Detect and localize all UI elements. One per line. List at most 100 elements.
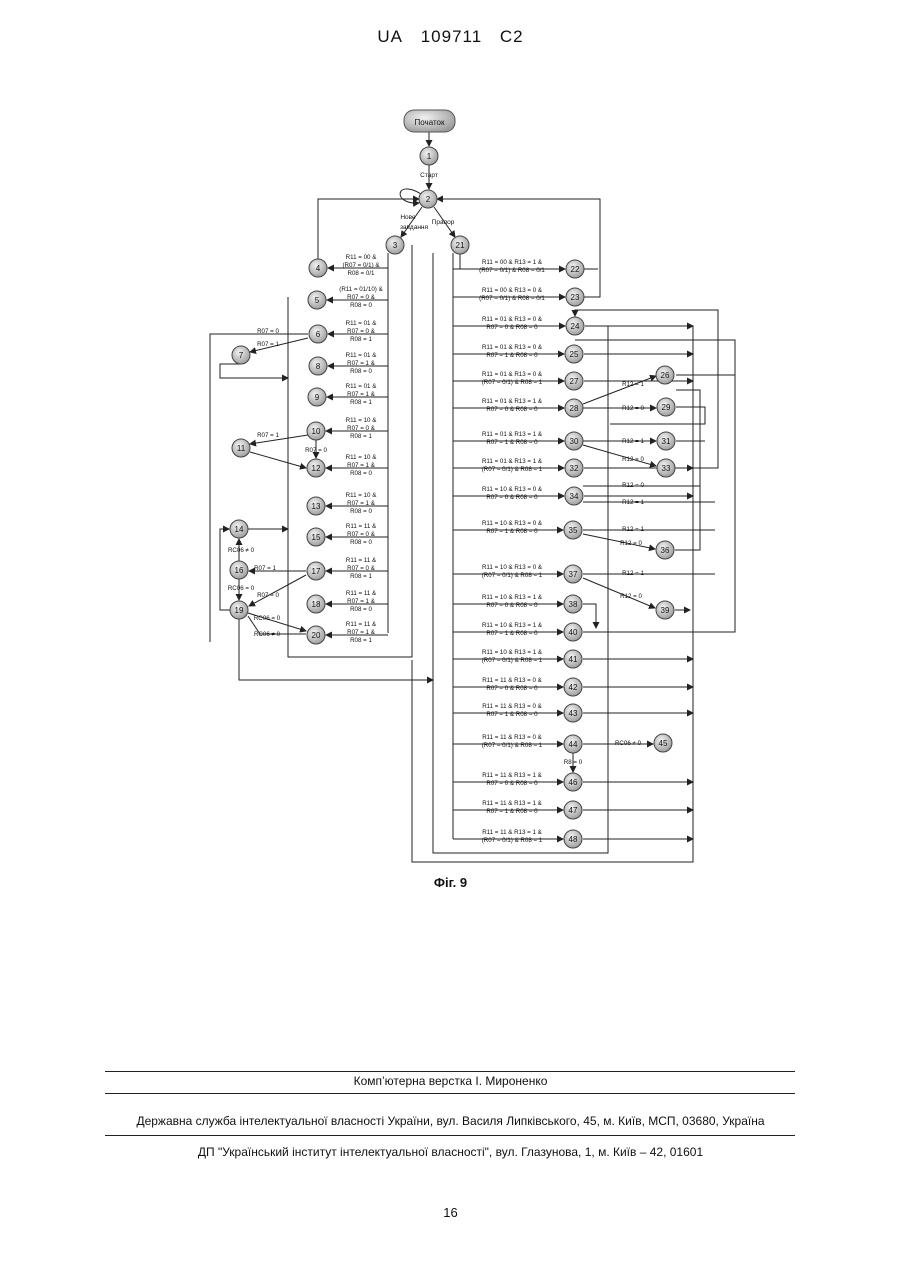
right-condition: R11 = 01 & R13 = 0 & bbox=[482, 316, 543, 323]
edge-label: R12 = 0 bbox=[622, 482, 644, 489]
flow-node-number: 39 bbox=[661, 606, 670, 615]
edge-label: R12 = 1 bbox=[622, 570, 644, 577]
edge-label: R12 = 1 bbox=[622, 438, 644, 445]
edge-label: R07 = 0 bbox=[257, 592, 279, 599]
flow-node-number: 28 bbox=[570, 404, 579, 413]
flow-node-number: 14 bbox=[235, 525, 244, 534]
edge-label-new-task: завдання bbox=[400, 224, 429, 231]
right-condition: R11 = 11 & R13 = 0 & bbox=[482, 703, 542, 710]
edge-label: R12 = 1 bbox=[622, 381, 644, 388]
flow-node-number: 5 bbox=[315, 296, 320, 305]
left-condition: R07 = 0 & bbox=[347, 425, 376, 432]
flow-node-number: 1 bbox=[427, 152, 432, 161]
left-condition: R08 = 1 bbox=[350, 573, 372, 580]
right-condition: (R07 = 0/1) & R08 = 1 bbox=[482, 379, 543, 386]
flow-node-number: 27 bbox=[570, 377, 579, 386]
flow-node-number: 41 bbox=[569, 655, 578, 664]
left-condition: R11 = 10 & bbox=[346, 417, 378, 424]
left-condition: R11 = 10 & bbox=[346, 454, 378, 461]
flow-node-number: 48 bbox=[569, 835, 578, 844]
page-number: 16 bbox=[0, 1205, 901, 1220]
left-condition: R08 = 0 bbox=[350, 508, 372, 515]
footer-rule bbox=[105, 1093, 795, 1094]
right-condition: (R07 = 0/1) & R08 = 1 bbox=[482, 742, 543, 749]
right-condition: R07 = 1 & R08 = 0 bbox=[486, 352, 538, 359]
self-loop bbox=[400, 189, 421, 203]
edge-label: R12 = 0 bbox=[620, 540, 642, 547]
right-condition: R11 = 10 & R13 = 0 & bbox=[482, 520, 543, 527]
connector-line bbox=[220, 364, 288, 378]
edge-label: R12 = 0 bbox=[622, 405, 644, 412]
left-condition: R07 = 0 & bbox=[347, 294, 376, 301]
left-condition: R11 = 01 & bbox=[346, 383, 378, 390]
flow-node-number: 37 bbox=[569, 570, 578, 579]
left-condition: R08 = 1 bbox=[350, 399, 372, 406]
edge-label: RC06 ≠ 0 bbox=[615, 740, 642, 747]
edge-label: RC06 = 0 bbox=[254, 615, 281, 622]
right-condition: R11 = 11 & R13 = 0 & bbox=[482, 677, 542, 684]
flow-node-number: 44 bbox=[569, 740, 578, 749]
left-condition: R11 = 11 & bbox=[346, 523, 377, 530]
flow-node-number: 23 bbox=[571, 293, 580, 302]
left-condition: R08 = 0 bbox=[350, 368, 372, 375]
edge-label: R07 = 1 bbox=[257, 341, 279, 348]
edge-label-new-task: Нове bbox=[400, 214, 416, 221]
connector-line bbox=[583, 534, 655, 549]
flow-node-number: 15 bbox=[312, 533, 321, 542]
left-condition: R08 = 0 bbox=[350, 470, 372, 477]
flow-node-number: 40 bbox=[569, 628, 578, 637]
flow-node-number: 8 bbox=[316, 362, 321, 371]
right-condition: R11 = 11 & R13 = 1 & bbox=[482, 829, 542, 836]
left-condition: R08 = 1 bbox=[350, 336, 372, 343]
right-condition: R11 = 11 & R13 = 0 & bbox=[482, 734, 542, 741]
right-condition: R07 = 1 & R08 = 0 bbox=[486, 808, 538, 815]
right-condition: R07 = 0 & R08 = 0 bbox=[486, 406, 538, 413]
right-condition: (R07 = 0/1) & R08 = 1 bbox=[482, 837, 543, 844]
flow-node-number: 9 bbox=[315, 393, 320, 402]
figure-caption: Фіг. 9 bbox=[0, 875, 901, 890]
connector-line bbox=[250, 452, 306, 468]
edge-label: R12 = 1 bbox=[622, 499, 644, 506]
connector-line bbox=[575, 310, 718, 468]
left-condition: R07 = 1 & bbox=[347, 500, 376, 507]
left-condition: R07 = 1 & bbox=[347, 629, 376, 636]
flow-node-number: 45 bbox=[659, 739, 668, 748]
right-condition: R07 = 1 & R08 = 0 bbox=[486, 711, 538, 718]
edge-label-start: Старт bbox=[420, 172, 438, 179]
edge-label: R07 = 0 bbox=[257, 328, 279, 335]
right-condition: R07 = 0 & R08 = 0 bbox=[486, 324, 538, 331]
right-condition: R11 = 01 & R13 = 1 & bbox=[482, 431, 543, 438]
left-condition: R08 = 0 bbox=[350, 539, 372, 546]
flow-node-number: 2 bbox=[426, 195, 431, 204]
right-condition: R11 = 11 & R13 = 1 & bbox=[482, 800, 542, 807]
right-condition: (R07 = 0/1) & R08 = 1 bbox=[482, 657, 543, 664]
left-condition: R11 = 00 & bbox=[346, 254, 378, 261]
footer-rule bbox=[105, 1135, 795, 1136]
flow-node-number: 24 bbox=[571, 322, 580, 331]
connector-line bbox=[583, 376, 656, 404]
flow-node-number: 47 bbox=[569, 806, 578, 815]
right-condition: R07 = 0 & R08 = 0 bbox=[486, 780, 538, 787]
flowchart-connectors bbox=[210, 132, 735, 862]
right-condition: (R07 = 0/1) & R08 = 1 bbox=[482, 572, 543, 579]
flow-node-number: 29 bbox=[662, 403, 671, 412]
right-condition: R07 = 0 & R08 = 0 bbox=[486, 685, 538, 692]
flow-node-number: 46 bbox=[569, 778, 578, 787]
right-condition: (R07 = 0/1) & R08 = 0/1 bbox=[479, 295, 545, 302]
left-condition: (R11 = 01/10) & bbox=[339, 286, 383, 293]
left-condition: R08 = 0 bbox=[350, 606, 372, 613]
flow-node-number: 34 bbox=[570, 492, 579, 501]
left-condition: R11 = 10 & bbox=[346, 492, 378, 499]
flow-node-number: 4 bbox=[316, 264, 321, 273]
connector-line bbox=[583, 445, 656, 466]
right-condition: R07 = 1 & R08 = 0 bbox=[486, 630, 538, 637]
left-condition: R07 = 0 & bbox=[347, 531, 376, 538]
right-condition: R11 = 01 & R13 = 0 & bbox=[482, 371, 543, 378]
edge-label: RC06 ≠ 0 bbox=[228, 547, 255, 554]
flow-node-number: 33 bbox=[662, 464, 671, 473]
flow-node-number: 12 bbox=[312, 464, 321, 473]
flow-node-number: 26 bbox=[661, 371, 670, 380]
edge-label: RC06 = 0 bbox=[228, 585, 255, 592]
flow-node-number: 38 bbox=[569, 600, 578, 609]
connector-line bbox=[220, 529, 230, 610]
